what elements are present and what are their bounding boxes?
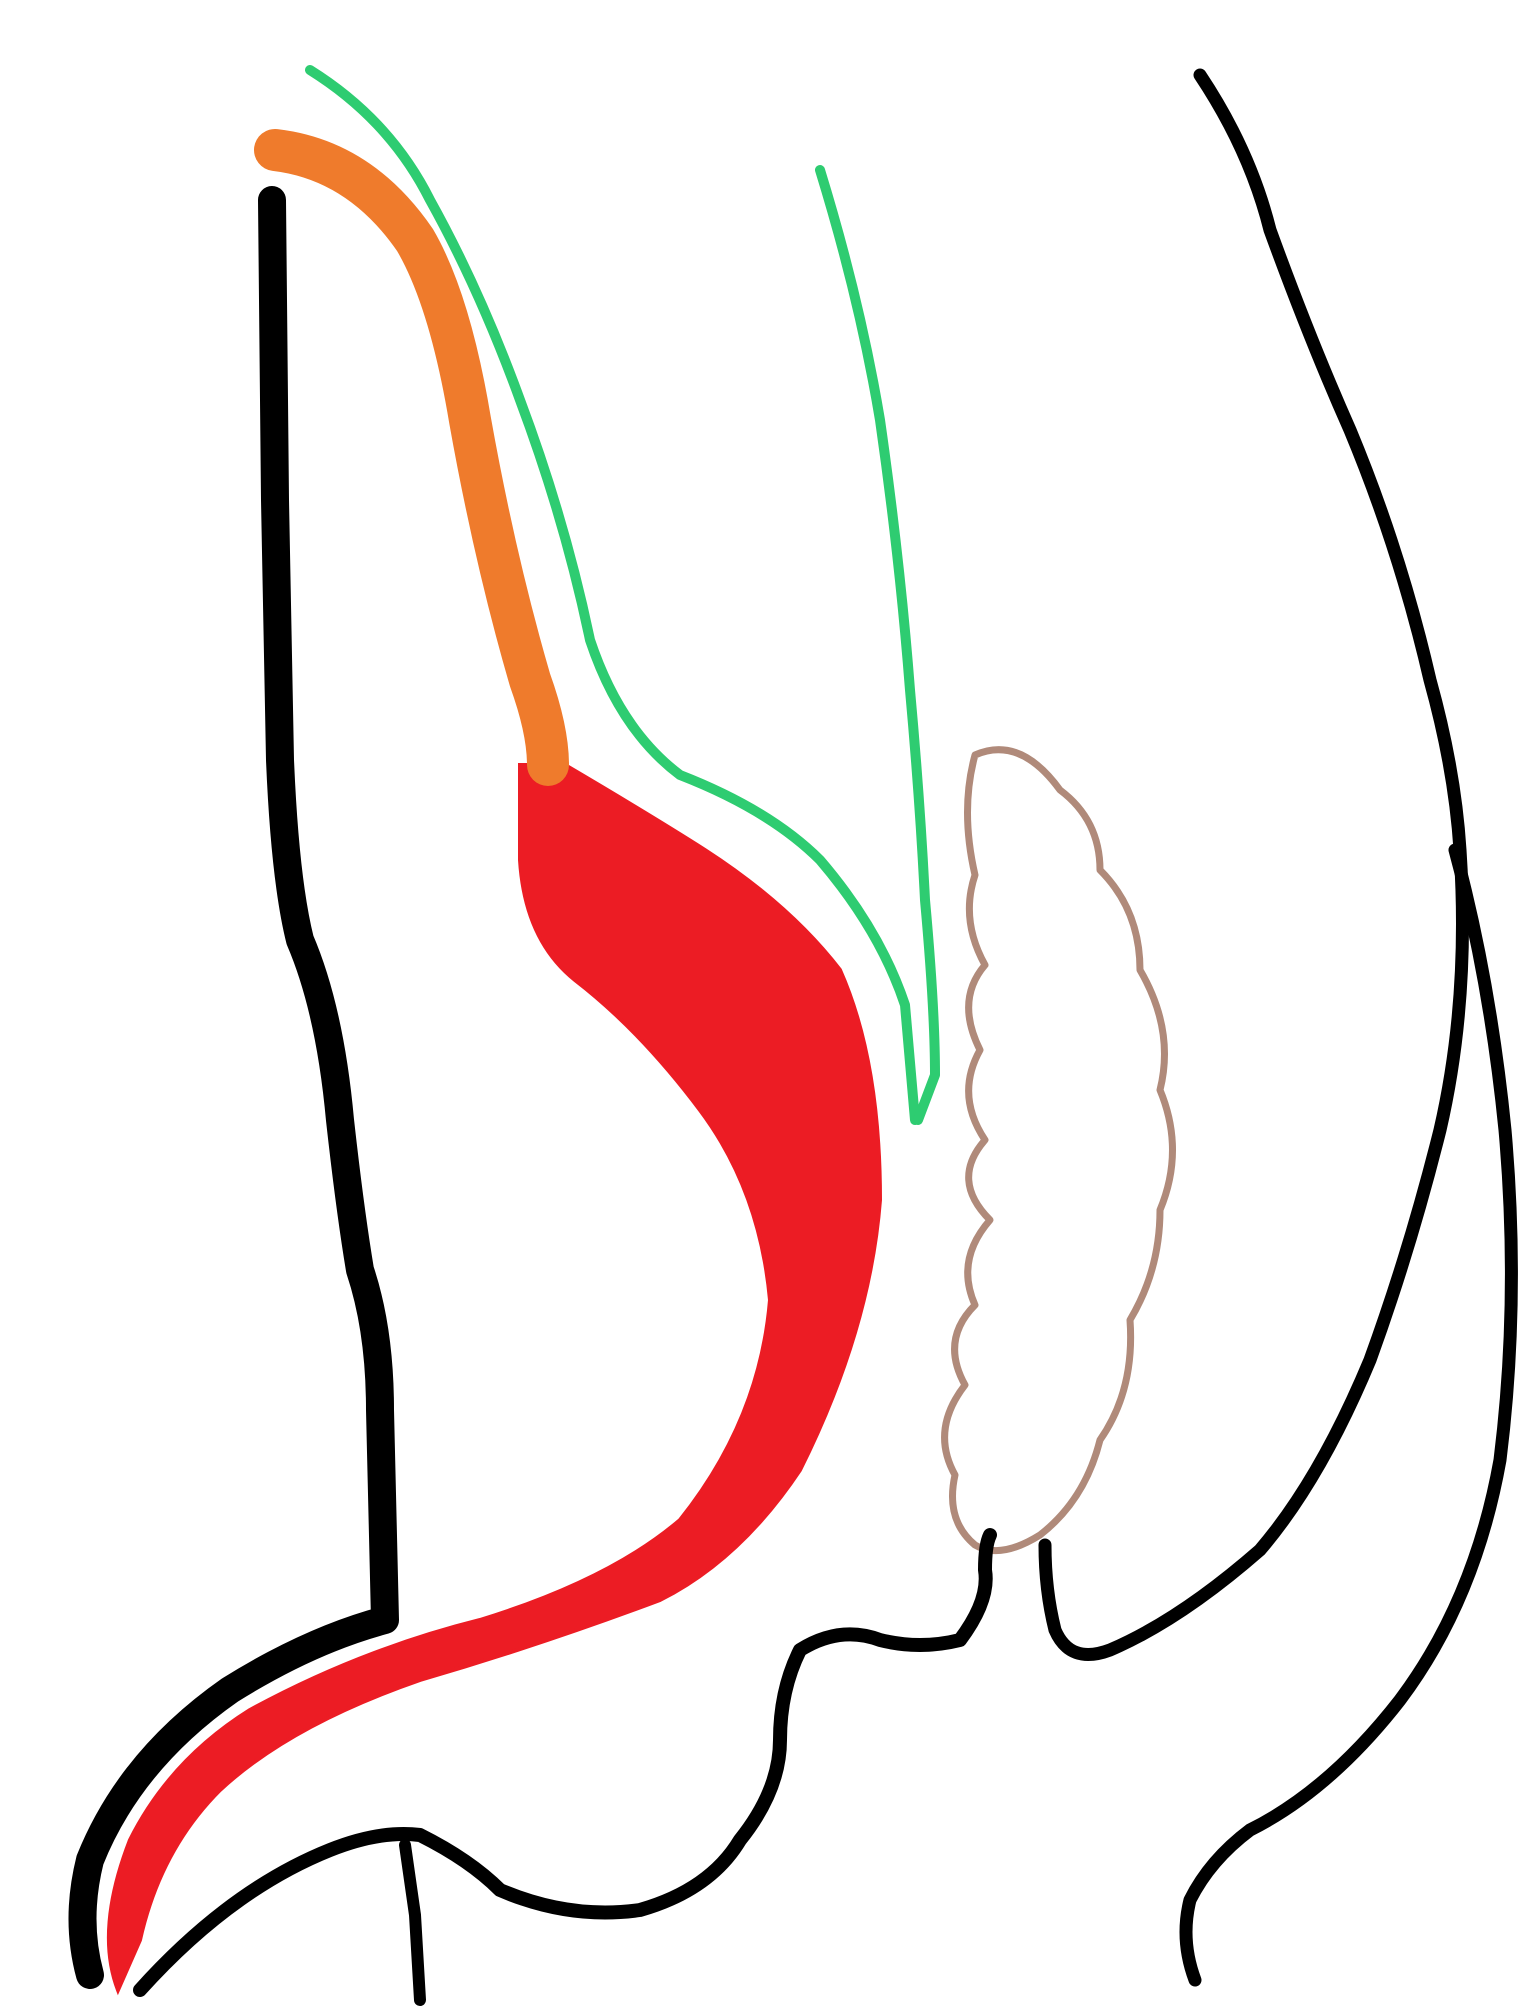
lower-vertical-line (405, 1845, 420, 2000)
orange-tube (275, 150, 548, 765)
posterior-body-outline (1045, 75, 1463, 1655)
lobulated-brown-structure (945, 750, 1173, 1551)
